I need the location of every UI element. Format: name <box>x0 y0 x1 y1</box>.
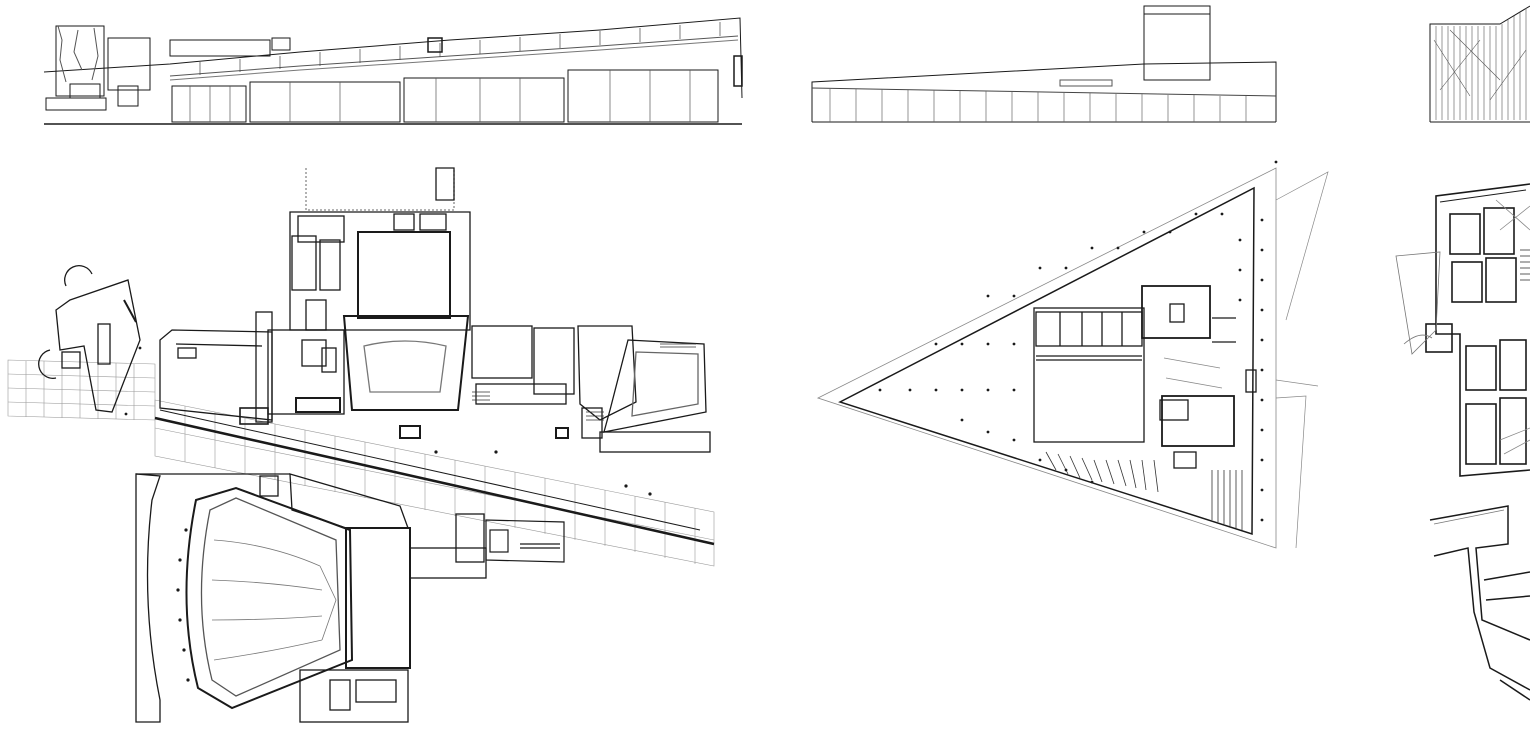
plan-a-right-annex <box>485 519 565 563</box>
plan-a-column-dots <box>124 346 652 682</box>
section-c <box>1429 5 1530 123</box>
section-a <box>43 17 743 125</box>
plan-b-column-dots <box>878 160 1278 522</box>
plan-c <box>1395 183 1530 701</box>
plan-b <box>816 160 1329 549</box>
plan-a-left-pavilion <box>38 265 141 413</box>
plan-a-middle-wings <box>159 311 711 453</box>
plan-a <box>7 167 715 723</box>
plan-b-core <box>1033 285 1257 469</box>
plan-c-lower-wing <box>1429 505 1530 701</box>
section-b <box>811 5 1277 123</box>
plan-a-concert-hall <box>135 473 487 723</box>
plan-a-upper-block <box>289 167 471 411</box>
plan-b-stacks <box>1045 357 1243 530</box>
plan-c-palazzo <box>1425 183 1530 477</box>
plan-a-paving-grid <box>7 359 715 567</box>
